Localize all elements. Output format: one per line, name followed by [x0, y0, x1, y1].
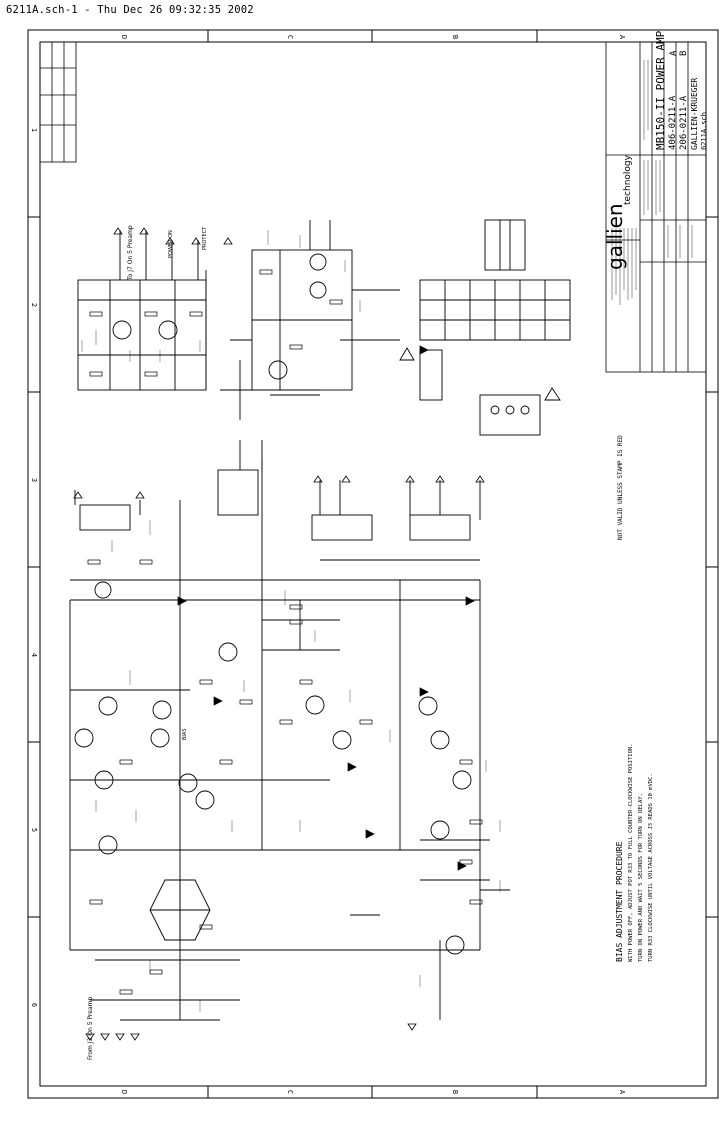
bias-line-3: TURN R33 CLOCKWISE UNTIL VOLTAGE ACROSS … — [648, 773, 654, 962]
bias-line-2: TURN ON POWER AND WAIT 5 SECONDS FOR TUR… — [638, 793, 644, 962]
diode-symbols — [177, 345, 475, 871]
terminal-arrows — [73, 227, 485, 1041]
preamp-in-label: From J3 On 5 Preamp — [87, 997, 94, 1060]
zone-letter-d-bottom: D — [120, 1090, 128, 1094]
schematic-wiring — [69, 219, 571, 1021]
zone-number-4: 4 — [30, 653, 38, 657]
zone-letter-a-bottom: A — [618, 1090, 626, 1095]
protect-label: PROTECT — [202, 226, 208, 250]
zone-letter-d-top: D — [120, 35, 128, 39]
rev-letter: A — [669, 50, 679, 56]
zone-letter-a-top: A — [618, 35, 626, 40]
transistor-symbols — [74, 253, 472, 955]
resistor-symbols — [87, 269, 483, 995]
company-suffix: technology — [623, 154, 633, 205]
zone-number-1: 1 — [30, 128, 38, 132]
title-notes-lines — [611, 60, 693, 305]
zone-ticks — [28, 30, 718, 1098]
title-block-frame — [605, 41, 707, 373]
stamp-note: NOT VALID UNLESS STAMP IS RED — [617, 435, 624, 540]
inner-frame — [39, 41, 707, 1087]
outer-frame — [27, 29, 719, 1099]
bias-label: BIAS — [182, 729, 188, 741]
preamp-out-label: To J7 On 5 Preamp — [127, 225, 134, 281]
revision-block — [39, 41, 77, 163]
zone-number-5: 5 — [30, 828, 38, 832]
zone-letter-c-bottom: C — [286, 1090, 294, 1094]
zone-letter-c-top: C — [286, 35, 294, 39]
zone-letter-b-bottom: B — [451, 1090, 459, 1094]
zone-letter-b-top: B — [451, 35, 459, 39]
zone-number-3: 3 — [30, 478, 38, 482]
component-label-marks — [81, 230, 501, 1012]
drawing-title: MB150-II POWER AMP — [654, 30, 667, 150]
pcb-number: 406-0211-A — [668, 95, 678, 150]
bias-line-1: WITH POWER OFF, ADJUST POT R33 TO FULL C… — [628, 743, 634, 962]
print-header: 6211A.sch-1 - Thu Dec 26 09:32:35 2002 — [6, 4, 254, 16]
size-letter: B — [679, 51, 689, 56]
zone-number-2: 2 — [30, 303, 38, 307]
assy-number: 206-0211-A — [679, 95, 689, 150]
file-name: 6211A.sch — [700, 112, 708, 150]
company-logo: gallien — [603, 203, 627, 270]
zone-number-6: 6 — [30, 1003, 38, 1007]
brand-name: GALLIEN-KRUEGER — [690, 78, 699, 150]
bias-title: BIAS ADJUSTMENT PROCEDURE — [615, 841, 624, 962]
